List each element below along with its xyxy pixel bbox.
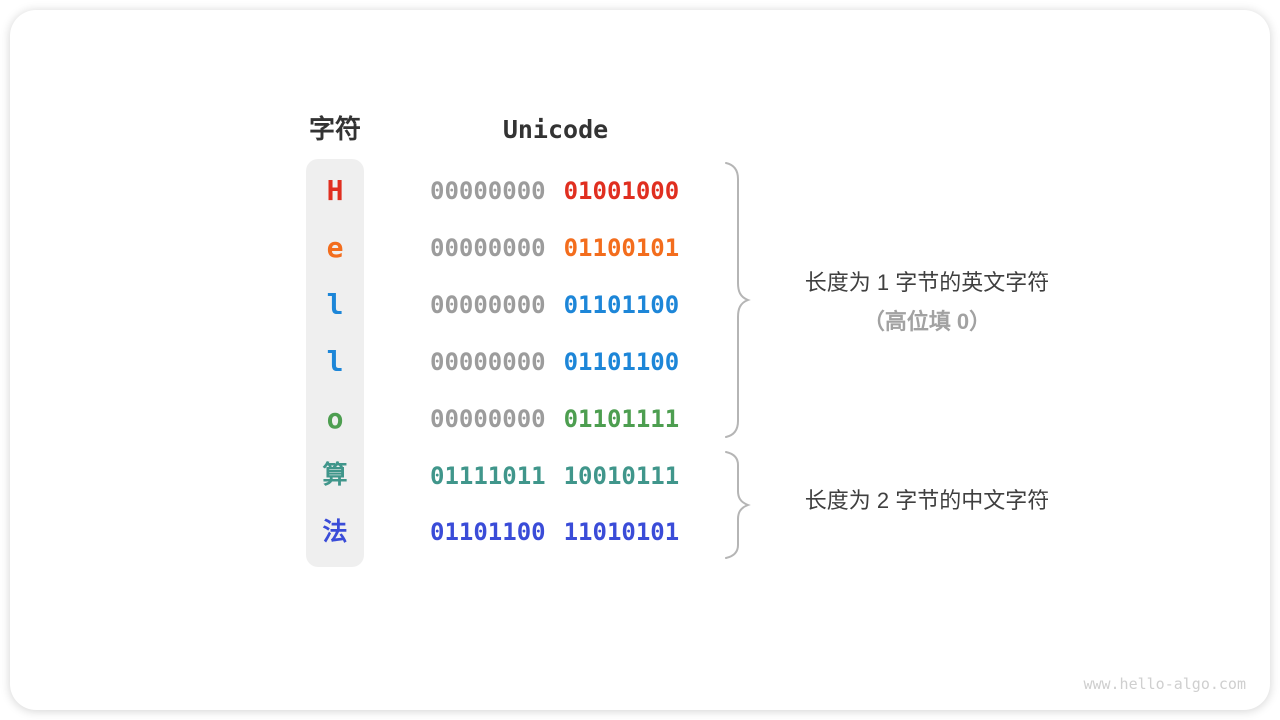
byte-value: 01100101 <box>563 234 680 263</box>
unicode-bits: 00000000 01101100 <box>430 350 679 374</box>
annotation-english-line2: （高位填 0） <box>862 309 992 334</box>
byte-value: 00000000 <box>430 347 546 376</box>
character-cell: 算 <box>322 461 348 490</box>
table-row: H 00000000 01001000 <box>10 163 770 220</box>
table-row: o 00000000 01101111 <box>10 390 770 447</box>
annotation-english: 长度为 1 字节的英文字符 （高位填 0） <box>737 268 1117 337</box>
char-column-background <box>306 159 364 567</box>
unicode-bits: 00000000 01101111 <box>430 407 679 431</box>
byte-value: 01111011 <box>430 461 546 490</box>
table-row: l 00000000 01101100 <box>10 334 770 391</box>
byte-value: 01001000 <box>563 177 680 206</box>
byte-value: 01101100 <box>430 518 546 547</box>
byte-value: 00000000 <box>430 404 546 433</box>
table-row: 法 01101100 11010101 <box>10 504 770 561</box>
unicode-bits: 00000000 01001000 <box>430 179 679 203</box>
character-cell: l <box>326 344 344 378</box>
unicode-bits: 00000000 01101100 <box>430 293 679 317</box>
curly-brace-chinese-icon <box>725 451 751 559</box>
table-rows: H 00000000 01001000 e 00000000 01100101 l 00000… <box>10 163 770 561</box>
byte-value: 00000000 <box>430 291 546 320</box>
table-row: e 00000000 01100101 <box>10 220 770 277</box>
unicode-bits: 01101100 11010101 <box>430 520 679 544</box>
annotation-chinese: 长度为 2 字节的中文字符 <box>737 486 1117 516</box>
byte-value: 00000000 <box>430 234 546 263</box>
curly-brace-path <box>725 162 751 438</box>
byte-value: 01101111 <box>563 404 680 433</box>
curly-brace-english-icon <box>725 162 751 438</box>
byte-value: 10010111 <box>563 461 680 490</box>
table-row: l 00000000 01101100 <box>10 277 770 334</box>
character-cell: e <box>326 231 344 265</box>
character-cell: o <box>326 401 344 435</box>
byte-value: 11010101 <box>563 518 680 547</box>
byte-value: 00000000 <box>430 177 546 206</box>
curly-brace-path <box>725 451 751 559</box>
unicode-bits: 00000000 01100101 <box>430 236 679 260</box>
watermark: www.hello-algo.com <box>1083 675 1246 693</box>
char-column-header: 字符 <box>308 114 361 144</box>
annotation-chinese-line1: 长度为 2 字节的中文字符 <box>804 488 1050 513</box>
character-cell: 法 <box>322 517 348 546</box>
diagram-card: 字符 Unicode H 00000000 01001000 e 00000000 011… <box>10 10 1270 710</box>
byte-value: 01101100 <box>563 291 680 320</box>
unicode-column-header: Unicode <box>502 115 609 144</box>
byte-value: 01101100 <box>563 347 680 376</box>
annotation-english-line1: 长度为 1 字节的英文字符 <box>804 270 1050 295</box>
unicode-bits: 01111011 10010111 <box>430 464 679 488</box>
table-row: 算 01111011 10010111 <box>10 447 770 504</box>
character-cell: H <box>326 174 344 208</box>
character-cell: l <box>326 288 344 322</box>
